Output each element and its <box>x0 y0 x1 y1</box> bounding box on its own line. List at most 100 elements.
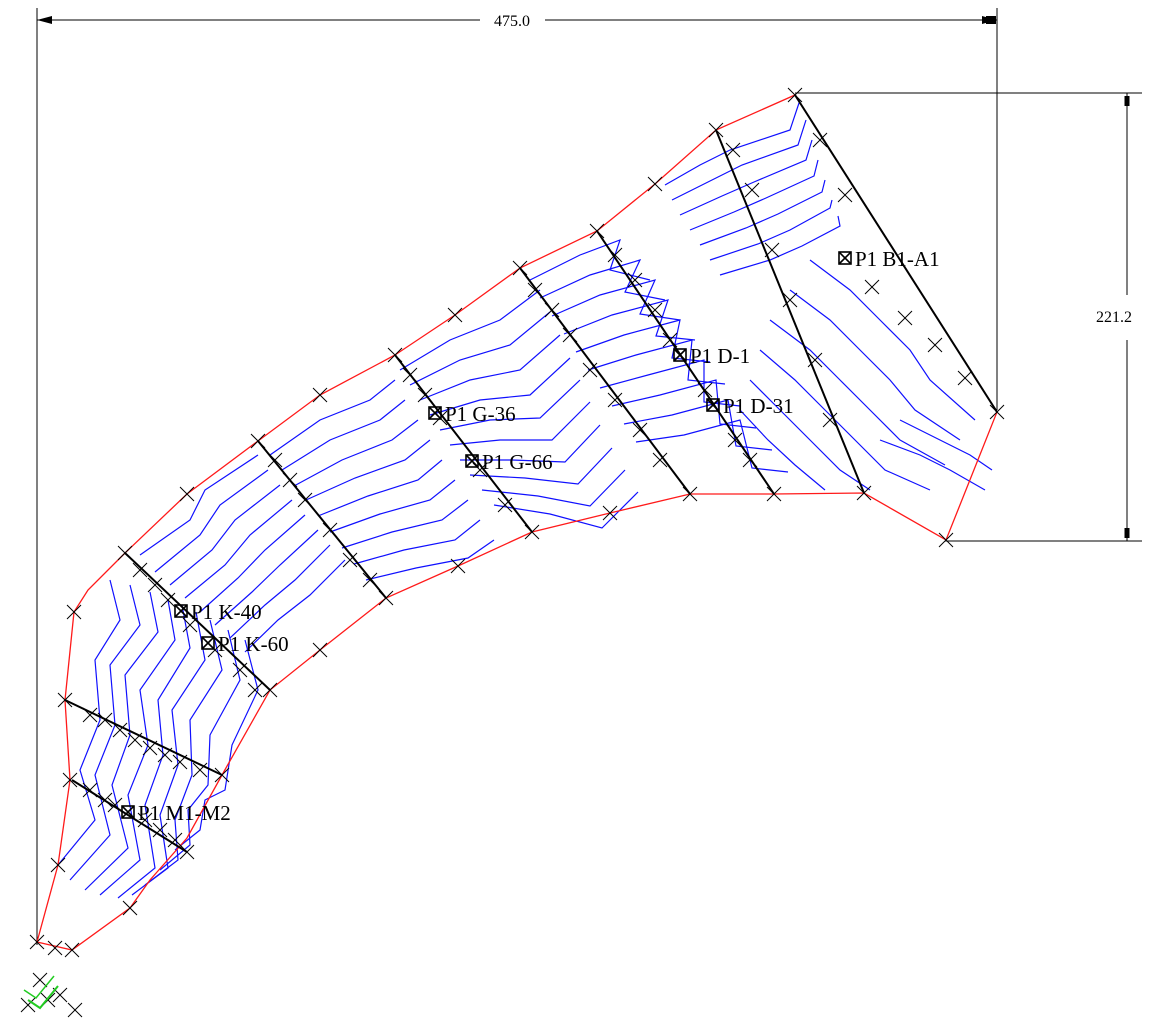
contour-line <box>739 409 826 491</box>
point-p1-g-66: P1 G-66 <box>465 450 553 474</box>
contour-line <box>214 529 319 626</box>
contour-line <box>199 514 306 613</box>
contour-line <box>293 419 419 487</box>
point-label: P1 G-36 <box>445 402 516 426</box>
point-label: P1 M1-M2 <box>138 801 231 825</box>
contour-line <box>305 439 431 501</box>
height-dimension-label: 221.2 <box>1096 309 1132 326</box>
contour-line <box>184 499 293 599</box>
x-marker <box>172 754 188 770</box>
contour-line <box>281 399 406 471</box>
contour-line <box>587 339 726 385</box>
section-line <box>257 440 387 599</box>
x-marker <box>67 1002 83 1018</box>
x-marker <box>142 740 158 756</box>
section-line <box>71 779 188 853</box>
x-marker <box>152 822 168 838</box>
contour-line <box>419 334 561 401</box>
section-line <box>394 354 533 533</box>
x-marker <box>312 387 328 403</box>
x-marker <box>957 370 973 386</box>
x-marker <box>632 422 648 438</box>
height-dimension: 221.2 <box>795 92 1142 542</box>
x-marker <box>160 592 176 608</box>
x-marker <box>447 307 463 323</box>
contour-line <box>671 119 807 201</box>
x-marker <box>132 562 148 578</box>
point-p1-d-31: P1 D-31 <box>706 394 794 418</box>
x-marker <box>97 792 113 808</box>
x-marker <box>32 972 48 988</box>
x-marker <box>282 472 298 488</box>
x-marker <box>787 87 803 103</box>
point-marker-box <box>673 348 687 362</box>
contour-line <box>539 259 666 301</box>
contour-line <box>460 424 601 463</box>
section-line <box>124 552 271 691</box>
contour-line <box>131 611 206 896</box>
x-marker <box>82 782 98 798</box>
contour-line <box>144 619 223 886</box>
contour-line <box>341 499 469 549</box>
contour-line <box>664 99 801 186</box>
x-marker <box>179 486 195 502</box>
x-marker <box>497 497 513 513</box>
contour-line <box>317 459 443 517</box>
contour-line <box>117 604 191 899</box>
x-marker <box>20 997 36 1013</box>
contour-line <box>409 311 551 386</box>
x-marker <box>402 367 418 383</box>
contour-line <box>709 199 833 261</box>
x-marker <box>97 712 113 728</box>
point-label: P1 D-1 <box>690 344 750 368</box>
x-marker <box>856 485 872 501</box>
x-marker <box>897 310 913 326</box>
x-marker <box>378 590 394 606</box>
contour-line <box>689 159 819 231</box>
contour-line <box>635 419 789 473</box>
contour-line <box>759 349 931 491</box>
point-marker-box <box>706 398 720 412</box>
section-line <box>794 94 998 413</box>
x-marker <box>82 707 98 723</box>
contour-lines <box>57 99 993 899</box>
x-marker <box>512 260 528 276</box>
contour-line <box>809 259 976 421</box>
x-marker <box>232 662 248 678</box>
contour-line <box>529 238 651 281</box>
x-marker <box>47 940 63 956</box>
x-marker <box>66 604 82 620</box>
x-marker <box>387 347 403 363</box>
x-marker <box>607 392 623 408</box>
contour-line <box>353 519 481 565</box>
point-p1-b1-a1: P1 B1-A1 <box>838 247 940 271</box>
point-marker-box <box>174 604 188 618</box>
x-marker <box>362 572 378 588</box>
point-marker-box <box>838 251 852 265</box>
x-marker <box>812 132 828 148</box>
x-marker <box>837 187 853 203</box>
x-marker <box>782 292 798 308</box>
x-marker <box>50 857 66 873</box>
contour-line <box>57 579 121 866</box>
x-marker <box>647 302 663 318</box>
x-marker <box>322 522 338 538</box>
x-marker <box>524 524 540 540</box>
x-marker <box>742 452 758 468</box>
x-marker <box>708 122 724 138</box>
x-marker <box>725 142 741 158</box>
point-label: P1 K-40 <box>191 600 262 624</box>
x-marker <box>607 247 623 263</box>
contour-line <box>469 447 613 485</box>
x-marker <box>766 486 782 502</box>
x-marker <box>989 404 1005 420</box>
x-marker <box>247 682 263 698</box>
contour-line <box>174 639 259 851</box>
contour-line <box>439 379 581 431</box>
x-marker <box>117 545 133 561</box>
x-marker <box>122 900 138 916</box>
origin-marker <box>23 975 59 1010</box>
x-marker <box>764 242 780 258</box>
x-marker <box>250 433 266 449</box>
